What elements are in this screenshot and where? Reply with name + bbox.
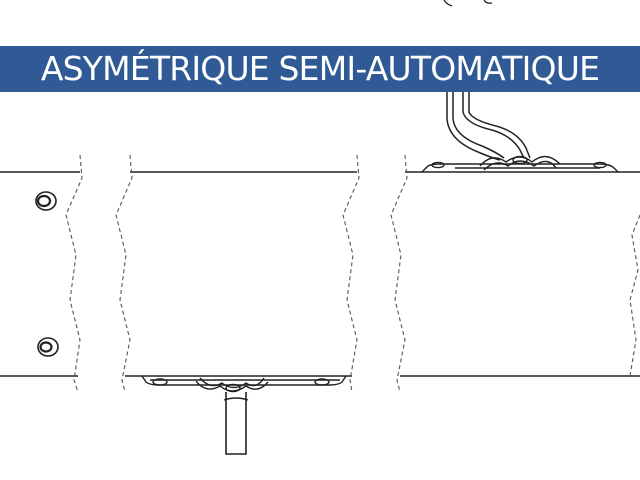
- handle-mechanism: [141, 375, 347, 455]
- title-band: ASYMÉTRIQUE SEMI-AUTOMATIQUE: [0, 46, 640, 92]
- break-line-1b: [115, 154, 133, 393]
- break-line-2b: [390, 154, 408, 393]
- cable-mechanism: [421, 92, 619, 173]
- break-line-2a: [342, 154, 360, 393]
- break-line-3a: [629, 214, 640, 377]
- top-arc-fragments: [443, 0, 493, 7]
- break-line-1a: [65, 154, 83, 393]
- diagram-title: ASYMÉTRIQUE SEMI-AUTOMATIQUE: [40, 49, 600, 88]
- screw-icon: [35, 191, 59, 357]
- break-lines: [65, 154, 640, 393]
